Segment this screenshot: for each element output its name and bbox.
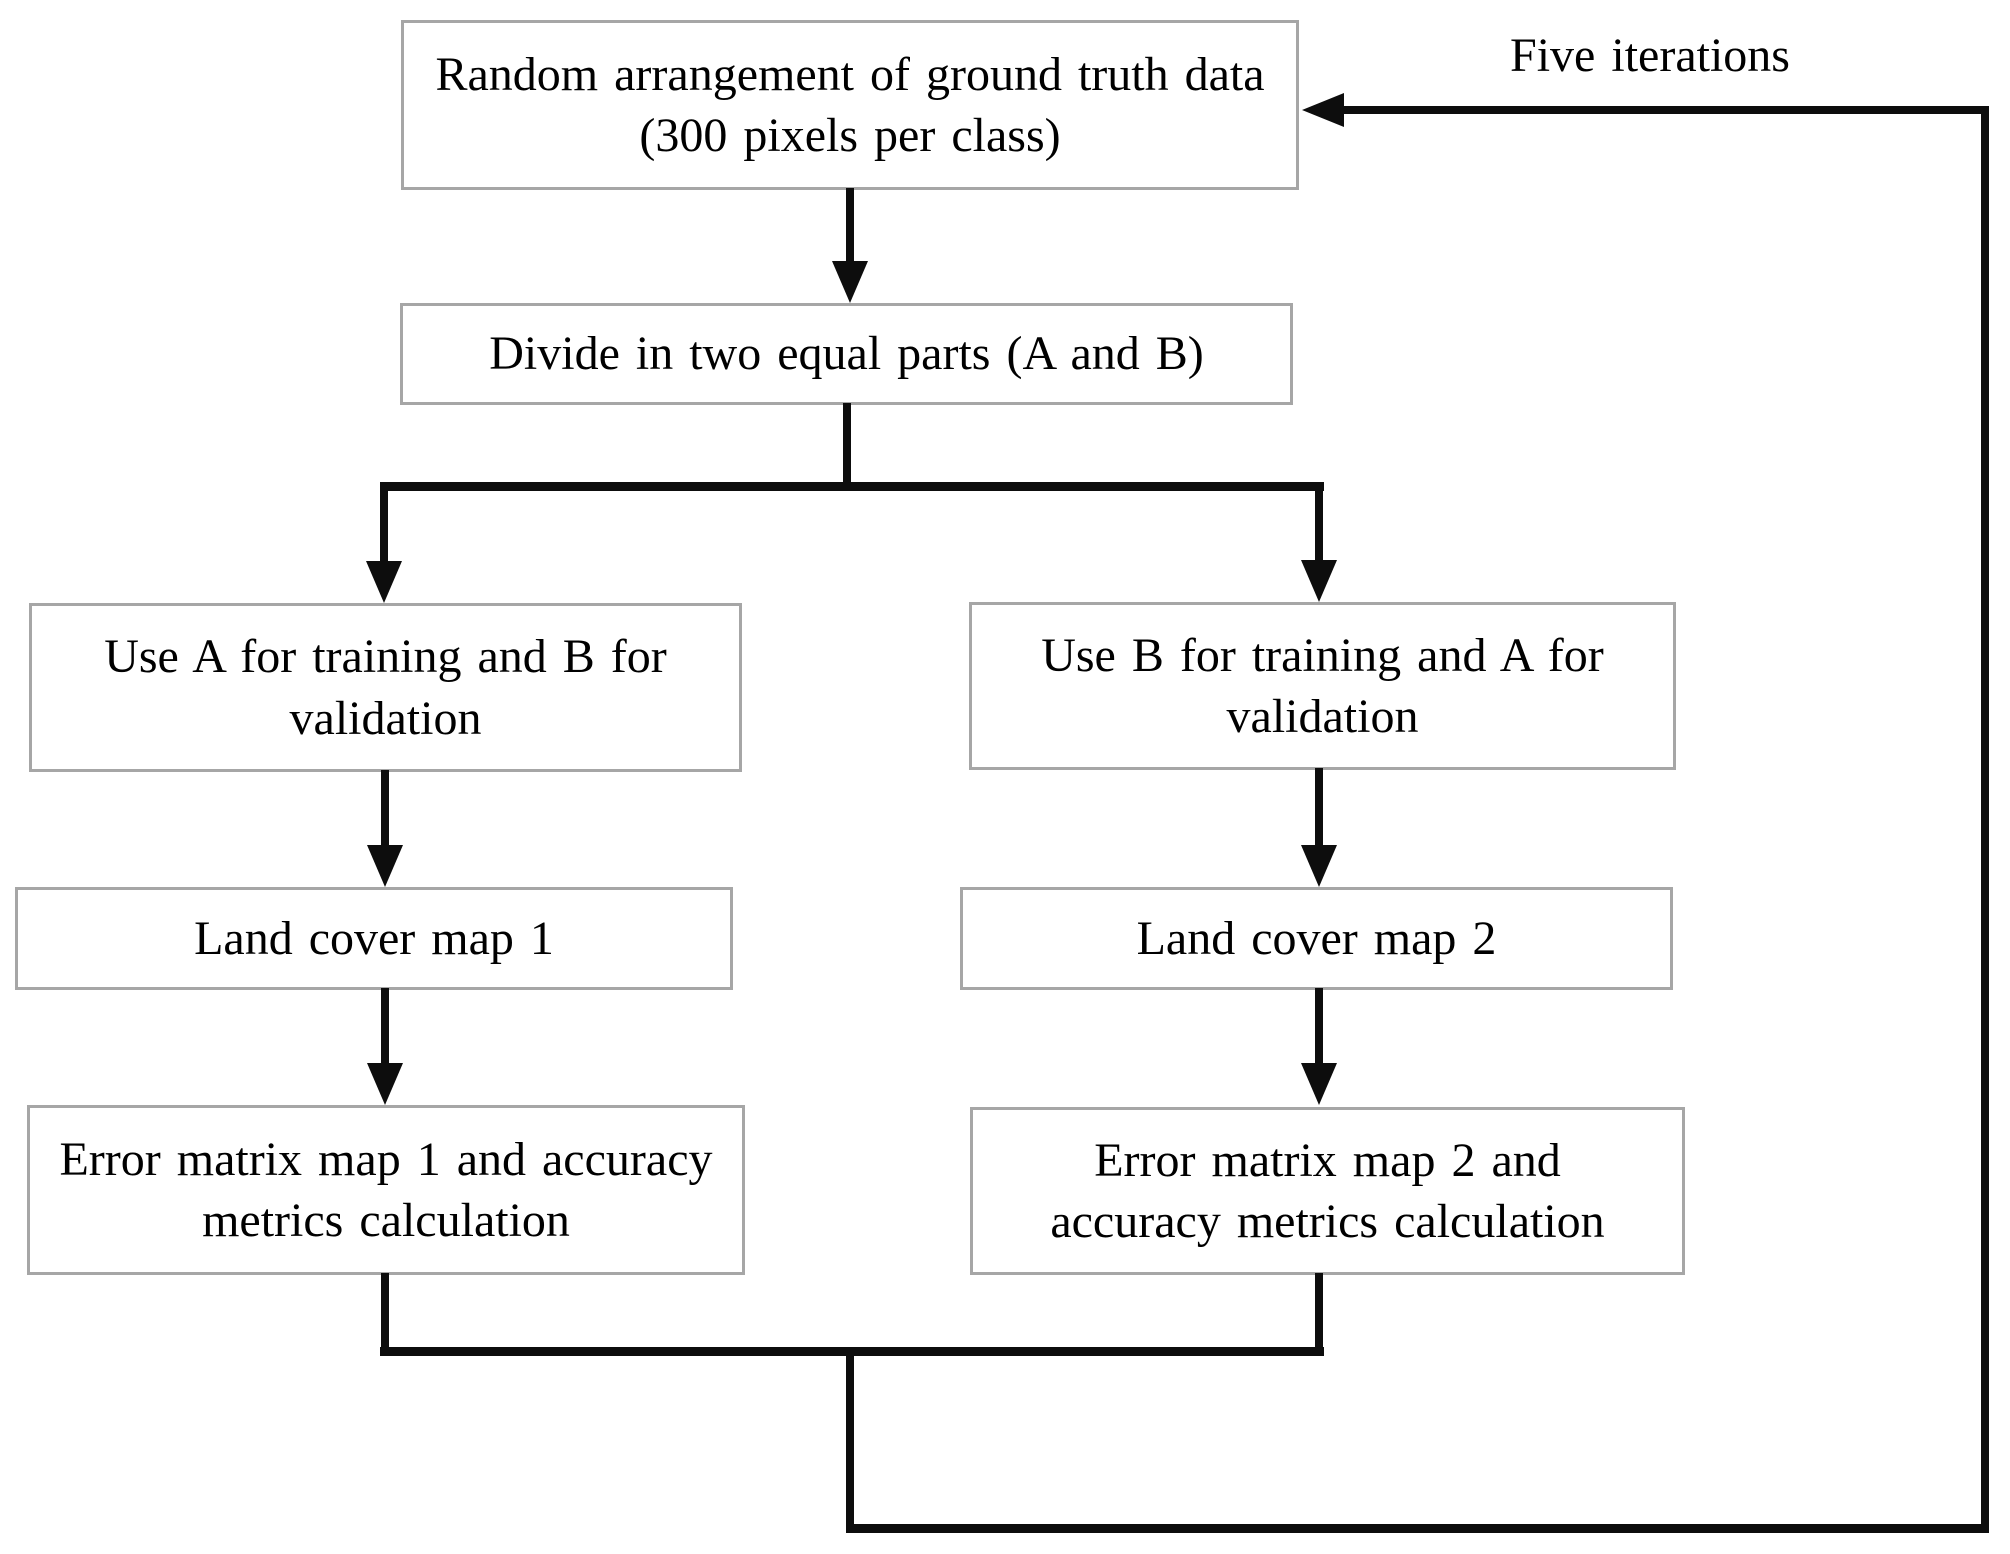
loop-iterations-label: Five iterations <box>1510 29 1790 82</box>
feedback-top-bar <box>1343 106 1981 114</box>
node-error-matrix-2: Error matrix map 2 and accuracy metrics … <box>970 1107 1685 1275</box>
node-land-cover-map-1-label: Land cover map 1 <box>194 911 554 965</box>
split-bar <box>380 482 1324 491</box>
connector-train-a-to-map1 <box>381 770 389 847</box>
connector-err1-to-merge <box>381 1273 389 1352</box>
connector-top-to-divide <box>846 188 854 263</box>
node-land-cover-map-2: Land cover map 2 <box>960 887 1673 990</box>
node-use-b-training-label: Use B for training and A for validation <box>1041 628 1604 743</box>
node-error-matrix-1: Error matrix map 1 and accuracy metrics … <box>27 1105 745 1275</box>
connector-split-to-train-a <box>380 482 388 564</box>
arrowhead-left-icon <box>1302 93 1344 127</box>
node-divide-two-parts: Divide in two equal parts (A and B) <box>400 303 1293 405</box>
node-error-matrix-1-label: Error matrix map 1 and accuracy metrics … <box>59 1132 713 1247</box>
node-error-matrix-2-label: Error matrix map 2 and accuracy metrics … <box>1050 1133 1605 1248</box>
arrowhead-down-icon <box>367 845 403 887</box>
node-land-cover-map-2-label: Land cover map 2 <box>1136 911 1497 965</box>
node-random-arrangement-label: Random arrangement of ground truth data … <box>435 47 1265 162</box>
feedback-bottom-bar <box>846 1524 1989 1533</box>
arrowhead-down-icon <box>1301 845 1337 887</box>
connector-map1-to-err1 <box>381 988 389 1065</box>
arrowhead-down-icon <box>1301 1063 1337 1105</box>
connector-split-to-train-b <box>1315 482 1323 564</box>
arrowhead-down-icon <box>367 1063 403 1105</box>
arrowhead-down-icon <box>832 261 868 303</box>
node-land-cover-map-1: Land cover map 1 <box>15 887 733 990</box>
node-random-arrangement: Random arrangement of ground truth data … <box>401 20 1299 190</box>
connector-train-b-to-map2 <box>1315 768 1323 847</box>
arrowhead-down-icon <box>366 561 402 603</box>
connector-err2-to-merge <box>1315 1273 1323 1352</box>
connector-map2-to-err2 <box>1315 988 1323 1065</box>
node-use-b-training: Use B for training and A for validation <box>969 602 1676 770</box>
node-divide-two-parts-label: Divide in two equal parts (A and B) <box>489 327 1204 381</box>
feedback-drop <box>846 1347 854 1533</box>
feedback-right-riser <box>1981 106 1989 1533</box>
node-use-a-training-label: Use A for training and B for validation <box>104 630 667 745</box>
connector-divide-to-split <box>843 403 851 487</box>
node-use-a-training: Use A for training and B for validation <box>29 603 742 772</box>
arrowhead-down-icon <box>1301 560 1337 602</box>
